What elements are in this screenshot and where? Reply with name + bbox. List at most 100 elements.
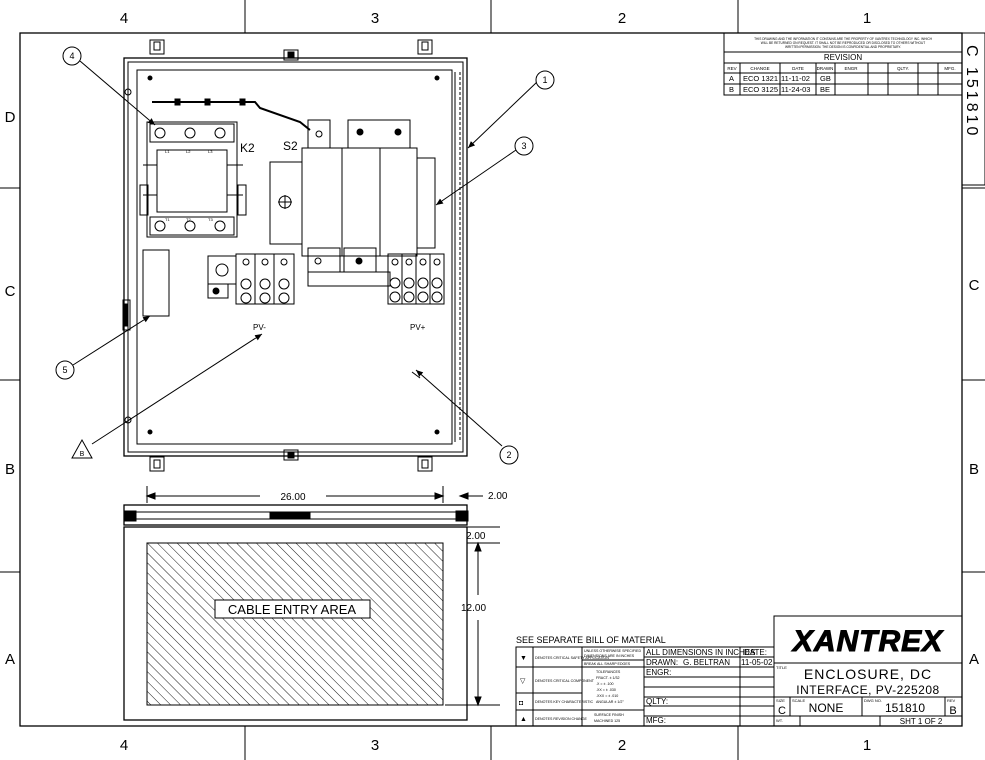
qlty-label: QLTY:: [646, 697, 668, 706]
callout-4: 4: [69, 51, 74, 61]
mfg-label: MFG:: [646, 716, 666, 725]
legend-symbol-3: ◘: [519, 700, 523, 707]
k2-terminal-l3: L3: [208, 149, 213, 154]
legend-symbol-2: ▽: [520, 678, 526, 685]
tol-break: BREAK ALL SHARP EDGES: [584, 662, 631, 666]
rev-label: REV: [947, 698, 956, 703]
wt-label: WT.: [776, 718, 783, 723]
scale-value: NONE: [809, 701, 844, 715]
contactor-k2: L1 L2 L3 T1 T2 T3: [139, 121, 247, 238]
rev-notice-1: THIS DRAWING AND THE INFORMATION IT CONT…: [754, 37, 933, 41]
title-block: SEE SEPARATE BILL OF MATERIAL ▼ ▽ ◘ ▲ DE…: [515, 615, 963, 727]
legend-symbol-4: ▲: [520, 716, 527, 723]
callout-3: 3: [521, 141, 526, 151]
k2-terminal-l1: L1: [165, 149, 170, 154]
rev-header-engr: ENGR: [844, 66, 858, 71]
zone-row-B-left: B: [5, 461, 15, 478]
bom-note: SEE SEPARATE BILL OF MATERIAL: [516, 635, 666, 645]
callout-triangle-b: B: [80, 451, 85, 458]
rev-header-change: CHANGE: [750, 66, 769, 71]
side-drawing-number-text: C 151810: [963, 45, 980, 138]
enclosure-bottom-view: CABLE ENTRY AREA: [123, 504, 469, 721]
label-k2: K2: [240, 141, 255, 155]
k2-terminal-t2: T2: [186, 217, 191, 222]
rev-header-drawn: DRAWN: [817, 66, 834, 71]
dim-width-26: 26.00: [280, 492, 305, 503]
drawing-title-line-2: INTERFACE, PV-225208: [796, 683, 939, 697]
zone-col-2-top: 2: [618, 10, 626, 27]
side-drawing-number: C 151810: [961, 32, 985, 186]
drawing-title-line-1: ENCLOSURE, DC: [804, 666, 932, 682]
terminal-block-pv-pos: [387, 253, 445, 305]
zone-labels: 4 3 2 1 4 3 2 1 D C B A C B A: [5, 10, 980, 754]
cable-entry-label: CABLE ENTRY AREA: [228, 602, 356, 617]
dimensions: 26.00 2.00 2.00 12.00: [145, 486, 508, 707]
drawn-date: 11-05-02: [741, 658, 773, 667]
zone-col-4-top: 4: [120, 10, 128, 27]
label-s2: S2: [283, 139, 298, 153]
tol-line-5: .XXX = ± .010: [596, 694, 618, 698]
zone-row-D-left: D: [5, 109, 16, 126]
zone-row-A-right: A: [969, 651, 979, 668]
zone-col-2-bottom: 2: [618, 737, 626, 754]
label-pv-pos: PV+: [410, 323, 426, 332]
tol-line-4: .XX = ± .030: [596, 688, 616, 692]
k2-terminal-t3: T3: [208, 217, 213, 222]
tol-line-6: ANGULAR ± 1/2°: [596, 700, 624, 704]
zone-row-A-left: A: [5, 651, 15, 668]
rev-header-mfg: MFG.: [944, 66, 955, 71]
rev-row-a-change: ECO 1321: [743, 74, 778, 83]
k2-terminal-l2: L2: [186, 149, 191, 154]
tol-line-2: FRACT. ± 1/32: [596, 676, 620, 680]
rev-title: REVISION: [824, 53, 862, 62]
legend-text-2: DENOTES CRITICAL COMPONENT: [535, 679, 595, 683]
all-dims-note: ALL DIMENSIONS IN INCHES: [646, 648, 756, 657]
rev-notice-2: WILL BE RETURNED ON REQUEST. IT SHALL NO…: [761, 41, 925, 45]
zone-col-4-bottom: 4: [120, 737, 128, 754]
legend-text-3: DENOTES KEY CHARACTERISTIC: [535, 700, 593, 704]
sheet-number: SHT 1 OF 2: [900, 717, 943, 726]
legend-symbol-1: ▼: [520, 655, 527, 662]
terminal-block-pv-neg: [207, 253, 295, 305]
dwg-no-label: DWG NO.: [864, 698, 882, 703]
rev-value: B: [949, 705, 956, 717]
zone-col-1-bottom: 1: [863, 737, 871, 754]
size-value: C: [778, 705, 786, 717]
cable-entry-hatch: [146, 542, 444, 706]
scale-label: SCALE: [792, 698, 805, 703]
title-label-small: TITLE: [776, 665, 787, 670]
dim-flange-2: 2.00: [488, 491, 508, 502]
zone-row-B-right: B: [969, 461, 979, 478]
dwg-no-value: 151810: [885, 701, 925, 715]
k2-terminal-t1: T1: [165, 217, 170, 222]
rev-row-b-drawn: BE: [820, 85, 830, 94]
rev-row-a-rev: A: [729, 74, 734, 83]
date-label: DATE:: [744, 648, 767, 657]
legend-text-4: DENOTES REVISION CHANGE: [535, 717, 588, 721]
rev-header-date: DATE: [792, 66, 804, 71]
tol-line-3: .X = ± .100: [596, 682, 613, 686]
zone-row-C-left: C: [5, 283, 16, 300]
rev-header-rev: REV: [727, 66, 736, 71]
finish-line-1: SURFACE FINISH: [594, 713, 624, 717]
switch-s2: [269, 119, 436, 287]
engr-label: ENGR:: [646, 668, 671, 677]
rev-row-b-date: 11-24-03: [781, 85, 810, 94]
rev-row-b-change: ECO 3125: [743, 85, 778, 94]
legend-text-1: DENOTES CRITICAL SAFETY APPLICATION: [535, 656, 609, 660]
revision-block: THIS DRAWING AND THE INFORMATION IT CONT…: [723, 32, 963, 96]
rev-row-a-date: 11-11-02: [781, 74, 810, 83]
component-item-5: [142, 249, 170, 317]
rev-row-b-rev: B: [729, 85, 734, 94]
drawn-label: DRAWN:: [646, 658, 678, 667]
rev-notice-3: WRITTEN PERMISSION. THE DESIGN IS CONFID…: [785, 45, 901, 49]
drawn-by: G. BELTRAN: [683, 658, 730, 667]
dim-depth-2: 2.00: [466, 531, 486, 542]
tol-header-1: UNLESS OTHERWISE SPECIFIED: [584, 649, 641, 653]
zone-col-1-top: 1: [863, 10, 871, 27]
enclosure-front-view: L1 L2 L3 T1 T2 T3 K2: [122, 39, 468, 472]
rev-row-a-drawn: GB: [820, 74, 831, 83]
callout-1: 1: [542, 75, 547, 85]
